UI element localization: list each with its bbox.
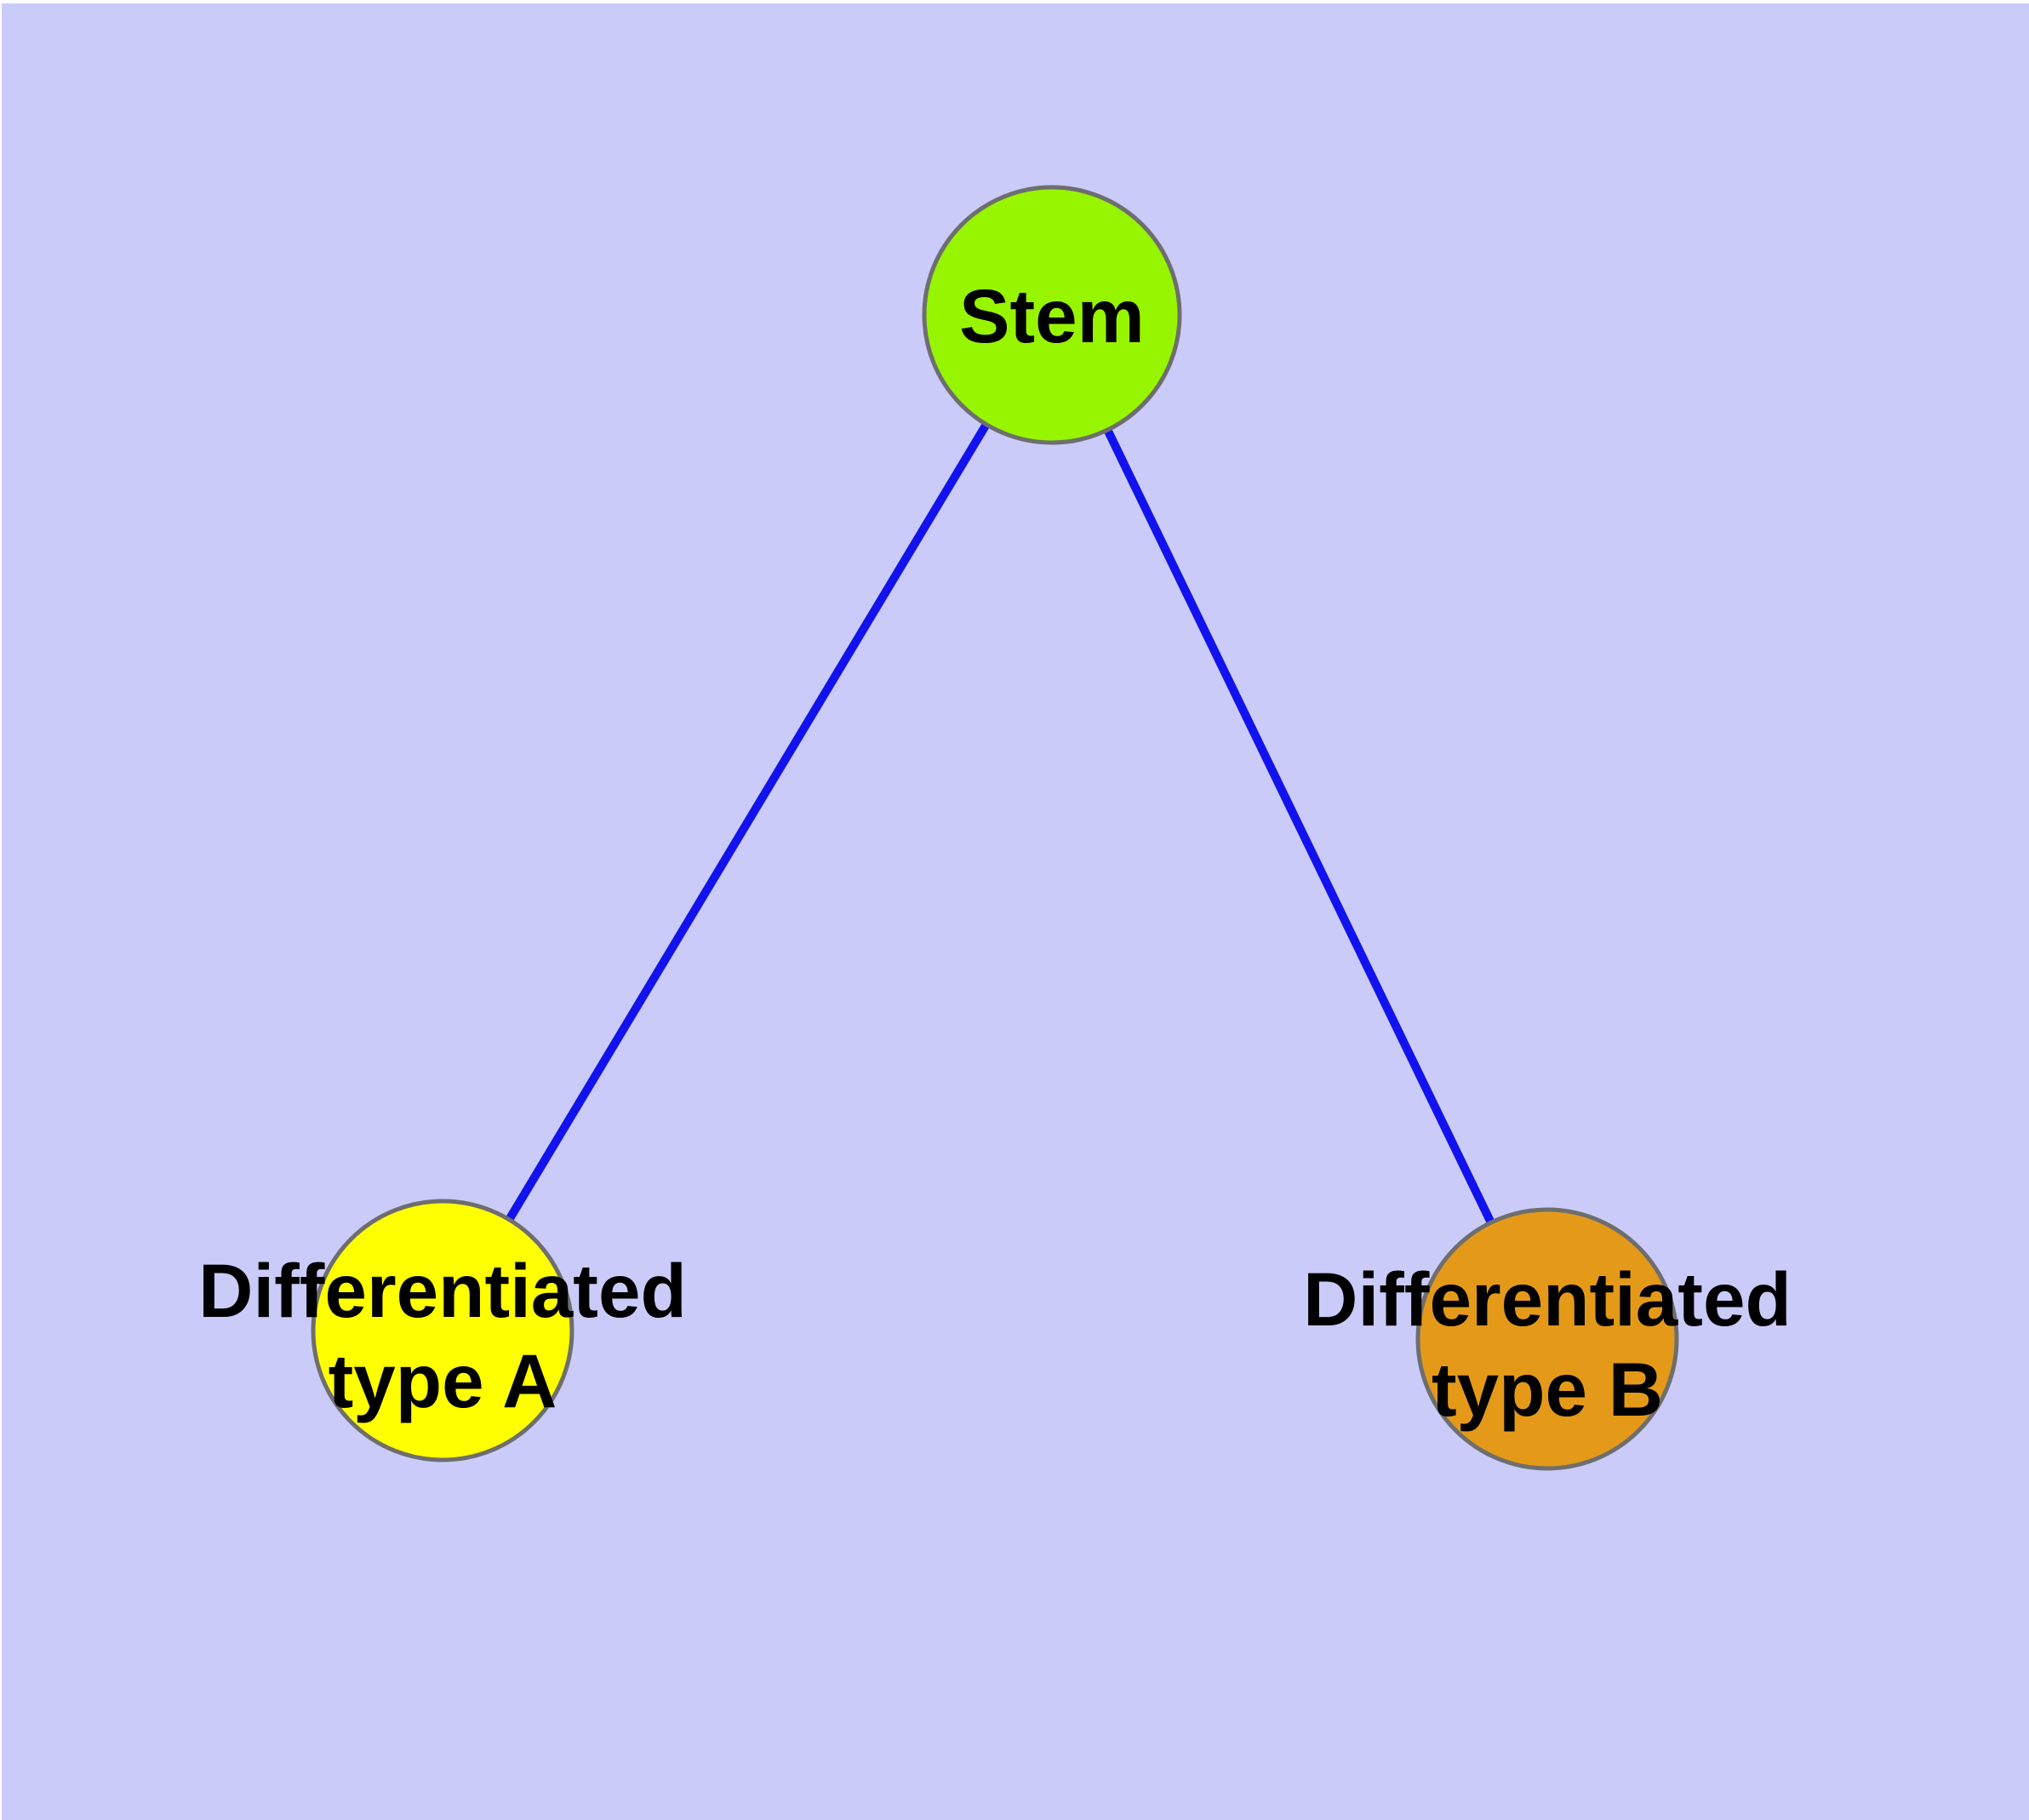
edge-stem-to-type-a [438, 312, 1056, 1333]
stem-node-label: Stem [959, 273, 1145, 358]
stem-node [922, 185, 1182, 445]
type-a-node [311, 1199, 574, 1462]
type-b-node-label-line1: Differentiated [1303, 1256, 1792, 1342]
type-a-node-label-line1: Differentiated [198, 1248, 687, 1333]
type-b-node-label-line2: type B [1432, 1347, 1663, 1432]
edge-stem-to-type-b [1048, 312, 1552, 1342]
type-b-node [1415, 1207, 1679, 1471]
type-a-node-label-line2: type A [329, 1338, 557, 1423]
